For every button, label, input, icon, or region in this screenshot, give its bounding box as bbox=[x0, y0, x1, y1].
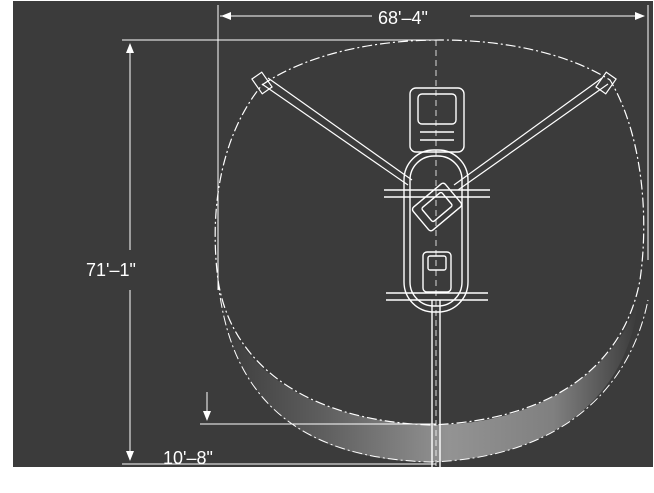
left-boom bbox=[251, 71, 413, 186]
outer-sweep-circle bbox=[217, 279, 649, 463]
right-boom bbox=[453, 71, 617, 191]
offset-dimension bbox=[200, 392, 436, 425]
overall-width-label: 68'–4" bbox=[378, 8, 428, 28]
width-dimension bbox=[217, 5, 649, 290]
overall-length-label: 71'–1" bbox=[86, 260, 136, 280]
offset-label: 10'–8" bbox=[163, 448, 213, 468]
length-dimension bbox=[122, 39, 436, 465]
diagram-background bbox=[12, 0, 654, 468]
turning-circle bbox=[214, 39, 645, 426]
combine-harvester-plan-view-icon bbox=[384, 87, 490, 489]
sweep-swath bbox=[218, 280, 638, 462]
